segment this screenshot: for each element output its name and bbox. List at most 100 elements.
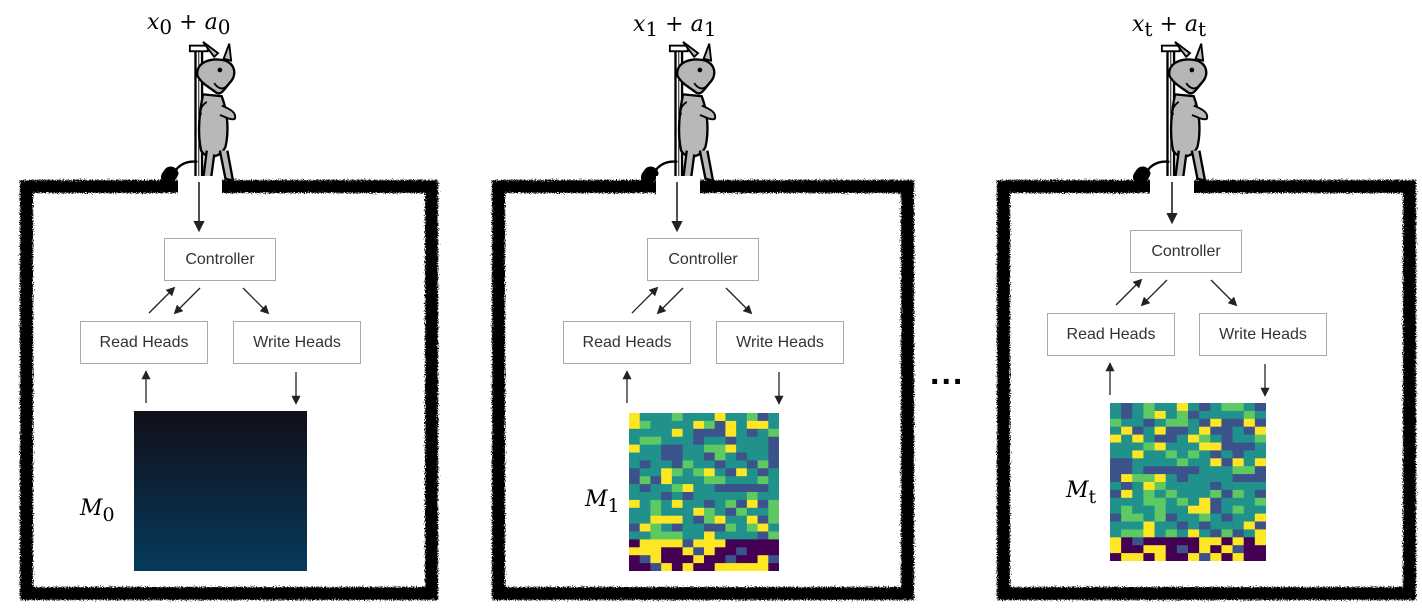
memory-cell — [714, 428, 726, 438]
memory-cell — [1199, 450, 1211, 459]
memory-cell — [1243, 489, 1256, 499]
memory-cell — [714, 476, 726, 485]
memory-cell — [1121, 529, 1133, 538]
memory-cell — [1210, 466, 1222, 475]
memory-cell — [682, 484, 694, 493]
memory-cell — [746, 460, 759, 469]
memory-cell — [1165, 513, 1178, 522]
memory-cell — [1243, 426, 1256, 436]
memory-cell — [1110, 466, 1122, 475]
memory-cell — [768, 436, 779, 446]
memory-cell — [1132, 434, 1144, 443]
memory-cell — [1188, 434, 1200, 443]
memory-cell — [629, 547, 641, 556]
memory-cell — [1254, 474, 1266, 483]
memory-cell — [661, 539, 673, 548]
memory-cell — [1165, 474, 1178, 483]
memory-cell — [682, 436, 694, 446]
memory-cell — [1110, 426, 1122, 436]
memory-cell — [704, 507, 716, 517]
memory-cell — [1143, 545, 1156, 554]
memory-cell — [725, 436, 737, 446]
memory-cell — [1110, 418, 1122, 428]
memory-cell — [1154, 482, 1167, 491]
memory-cell — [629, 413, 641, 422]
memory-cell — [639, 484, 651, 493]
memory-cell — [1243, 450, 1256, 459]
memory-cell — [1199, 482, 1211, 491]
memory-matrix-step-t — [1110, 403, 1266, 561]
memory-cell — [1232, 497, 1245, 507]
memory-cell — [704, 444, 716, 453]
memory-cell — [725, 555, 737, 564]
memory-cell — [693, 539, 705, 548]
memory-cell — [682, 507, 694, 517]
memory-cell — [693, 531, 705, 540]
memory-cell — [1254, 513, 1266, 522]
memory-cell — [661, 555, 673, 564]
memory-cell — [650, 507, 662, 517]
memory-cell — [714, 444, 726, 453]
memory-cell — [1210, 529, 1222, 538]
memory-cell — [639, 499, 651, 509]
memory-cell — [1188, 474, 1200, 483]
memory-cell — [1154, 489, 1167, 499]
memory-cell — [1110, 442, 1122, 451]
memory-cell — [1232, 434, 1245, 443]
memory-cell — [746, 420, 759, 430]
memory-cell — [725, 444, 737, 453]
memory-cell — [1232, 521, 1245, 530]
memory-cell — [714, 484, 726, 493]
controller-box: Controller — [1130, 230, 1242, 273]
memory-cell — [1121, 450, 1133, 459]
memory-cell — [682, 499, 694, 509]
memory-cell — [1210, 537, 1222, 546]
memory-cell — [1121, 434, 1133, 443]
memory-cell — [693, 555, 705, 564]
memory-cell — [746, 492, 759, 501]
memory-cell — [746, 413, 759, 422]
memory-cell — [1176, 403, 1189, 412]
memory-cell — [650, 444, 662, 453]
memory-cell — [629, 436, 641, 446]
memory-cell — [704, 468, 716, 477]
memory-cell — [1132, 450, 1144, 459]
memory-cell — [639, 523, 651, 532]
memory-cell — [629, 555, 641, 564]
memory-cell — [1232, 418, 1245, 428]
memory-cell — [1199, 466, 1211, 475]
memory-cell — [1232, 458, 1245, 467]
memory-cell — [1143, 434, 1156, 443]
memory-cell — [1188, 458, 1200, 467]
memory-cell — [1165, 434, 1178, 443]
memory-cell — [682, 531, 694, 540]
memory-cell — [639, 492, 651, 501]
memory-cell — [1221, 403, 1234, 412]
memory-cell — [682, 476, 694, 485]
memory-cell — [650, 413, 662, 422]
memory-cell — [714, 468, 726, 477]
memory-cell — [1188, 466, 1200, 475]
memory-cell — [671, 413, 684, 422]
memory-cell — [682, 413, 694, 422]
memory-cell — [768, 555, 779, 564]
memory-cell — [757, 523, 769, 532]
memory-cell — [1132, 458, 1144, 467]
memory-cell — [661, 468, 673, 477]
memory-cell — [671, 539, 684, 548]
memory-cell — [1243, 458, 1256, 467]
memory-cell — [1243, 418, 1256, 428]
memory-cell — [693, 484, 705, 493]
memory-cell — [1210, 418, 1222, 428]
memory-cell — [1121, 418, 1133, 428]
memory-cell — [639, 547, 651, 556]
memory-cell — [1176, 410, 1189, 420]
memory-cell — [671, 484, 684, 493]
memory-cell — [650, 452, 662, 461]
memory-cell — [1232, 466, 1245, 475]
memory-cell — [693, 460, 705, 469]
memory-cell — [1110, 434, 1122, 443]
memory-cell — [757, 507, 769, 517]
memory-cell — [768, 507, 779, 517]
memory-cell — [1188, 497, 1200, 507]
